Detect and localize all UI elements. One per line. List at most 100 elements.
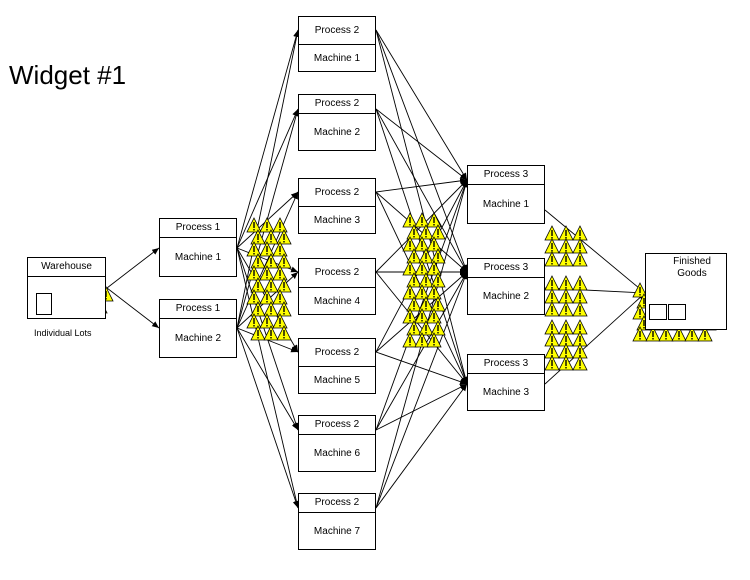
lot-warning-icon	[544, 225, 560, 241]
stage2-node-2: Process 2 Machine 2	[298, 94, 376, 151]
stage2-node-3: Process 2 Machine 3	[298, 178, 376, 234]
stage2-node-5: Process 2 Machine 5	[298, 338, 376, 394]
lot-warning-icon	[406, 296, 422, 312]
finished-goods-inner-box	[649, 304, 667, 320]
lot-warning-icon	[272, 217, 288, 233]
lot-warning-icon	[250, 229, 266, 245]
lot-warning-icon	[658, 326, 674, 342]
warehouse-sublabel: Individual Lots	[34, 328, 92, 338]
lot-warning-icon	[558, 301, 574, 317]
stage2-to-stage3-arrow	[375, 29, 468, 273]
lot-warning-icon	[572, 275, 588, 291]
lot-warning-icon	[544, 238, 560, 254]
lot-warning-icon	[263, 301, 279, 317]
stage3-node-2: Process 3 Machine 2	[467, 258, 545, 315]
warehouse-to-stage1-arrow	[106, 287, 160, 329]
stage2-process-label: Process 2	[299, 259, 375, 288]
lot-warning-icon	[276, 277, 292, 293]
lot-warning-icon	[697, 326, 713, 342]
stage2-to-stage3-arrow	[375, 191, 468, 273]
lot-warning-icon	[259, 313, 275, 329]
lot-warning-icon	[572, 288, 588, 304]
lot-warning-icon	[632, 304, 648, 320]
lot-warning-icon	[414, 284, 430, 300]
finished-goods-inner-box	[668, 304, 686, 320]
lot-warning-icon	[558, 275, 574, 291]
stage2-process-label: Process 2	[299, 416, 375, 435]
warehouse-inner-box	[36, 293, 52, 315]
lot-warning-icon	[572, 301, 588, 317]
lot-warning-icon	[544, 288, 560, 304]
lot-warning-icon	[272, 313, 288, 329]
lot-warning-icon	[406, 272, 422, 288]
warehouse-box: Warehouse	[27, 257, 106, 319]
lot-warning-icon	[272, 241, 288, 257]
lot-warning-icon	[572, 251, 588, 267]
lot-warning-icon	[276, 229, 292, 245]
lot-warning-icon	[418, 296, 434, 312]
lot-warning-icon	[263, 253, 279, 269]
lot-warning-icon	[402, 332, 418, 348]
stage1-to-stage2-arrow	[236, 191, 299, 329]
lot-warning-icon	[632, 326, 648, 342]
lot-warning-icon	[414, 212, 430, 228]
lot-warning-icon	[246, 313, 262, 329]
lot-warning-icon	[259, 289, 275, 305]
stage2-to-stage3-arrow	[375, 108, 468, 181]
stage3-process-label: Process 3	[468, 259, 544, 278]
stage2-process-label: Process 2	[299, 17, 375, 45]
lot-warning-icon	[259, 217, 275, 233]
lot-warning-icon	[402, 236, 418, 252]
stage2-node-4: Process 2 Machine 4	[298, 258, 376, 315]
stage1-process-label: Process 1	[160, 219, 236, 238]
lot-warning-icon	[418, 272, 434, 288]
stage1-node-1: Process 1 Machine 1	[159, 218, 237, 277]
stage3-process-label: Process 3	[468, 166, 544, 185]
stage2-machine-label: Machine 3	[313, 215, 361, 226]
stage1-machine-label: Machine 1	[174, 252, 222, 263]
stage2-to-stage3-arrow	[375, 383, 468, 509]
stage2-to-stage3-arrow	[375, 351, 468, 385]
finished-goods-label: Finished Goods	[673, 256, 711, 279]
lot-warning-icon	[263, 277, 279, 293]
stage2-process-label: Process 2	[299, 494, 375, 513]
lot-warning-icon	[418, 224, 434, 240]
stage2-machine-label: Machine 2	[313, 127, 361, 138]
lot-warning-icon	[632, 282, 648, 298]
lot-warning-icon	[426, 308, 442, 324]
lot-warning-icon	[406, 224, 422, 240]
lot-warning-icon	[544, 275, 560, 291]
stage1-to-stage2-arrow	[236, 29, 300, 329]
stage2-to-stage3-arrow	[375, 29, 469, 385]
stage2-machine-label: Machine 1	[313, 53, 361, 64]
stage1-to-stage2-arrow	[236, 327, 299, 509]
lot-warning-icon	[402, 212, 418, 228]
lot-warning-icon	[558, 251, 574, 267]
stage2-to-stage3-arrow	[375, 271, 468, 431]
lot-warning-icon	[414, 332, 430, 348]
lot-warning-icon	[246, 289, 262, 305]
lot-warning-icon	[430, 296, 446, 312]
lot-warning-icon	[426, 260, 442, 276]
stage2-to-stage3-arrow	[375, 108, 468, 273]
lot-warning-icon	[276, 325, 292, 341]
lot-warning-icon	[246, 265, 262, 281]
stage3-node-1: Process 3 Machine 1	[467, 165, 545, 224]
lot-warning-icon	[263, 229, 279, 245]
stage2-to-stage3-arrow	[375, 29, 468, 181]
stage2-process-label: Process 2	[299, 95, 375, 114]
lot-warning-icon	[572, 355, 588, 371]
stage1-to-stage2-arrow	[236, 327, 299, 431]
stage1-process-label: Process 1	[160, 300, 236, 319]
lot-warning-icon	[572, 238, 588, 254]
stage2-to-stage3-arrow	[375, 179, 468, 431]
stage2-machine-label: Machine 5	[313, 375, 361, 386]
lot-warning-icon	[430, 224, 446, 240]
lot-warning-icon	[246, 217, 262, 233]
warehouse-label: Warehouse	[28, 258, 105, 277]
lot-warning-icon	[263, 325, 279, 341]
lot-warning-icon	[250, 277, 266, 293]
stage2-machine-label: Machine 6	[313, 448, 361, 459]
stage3-machine-label: Machine 2	[482, 291, 530, 302]
lot-warning-icon	[406, 320, 422, 336]
